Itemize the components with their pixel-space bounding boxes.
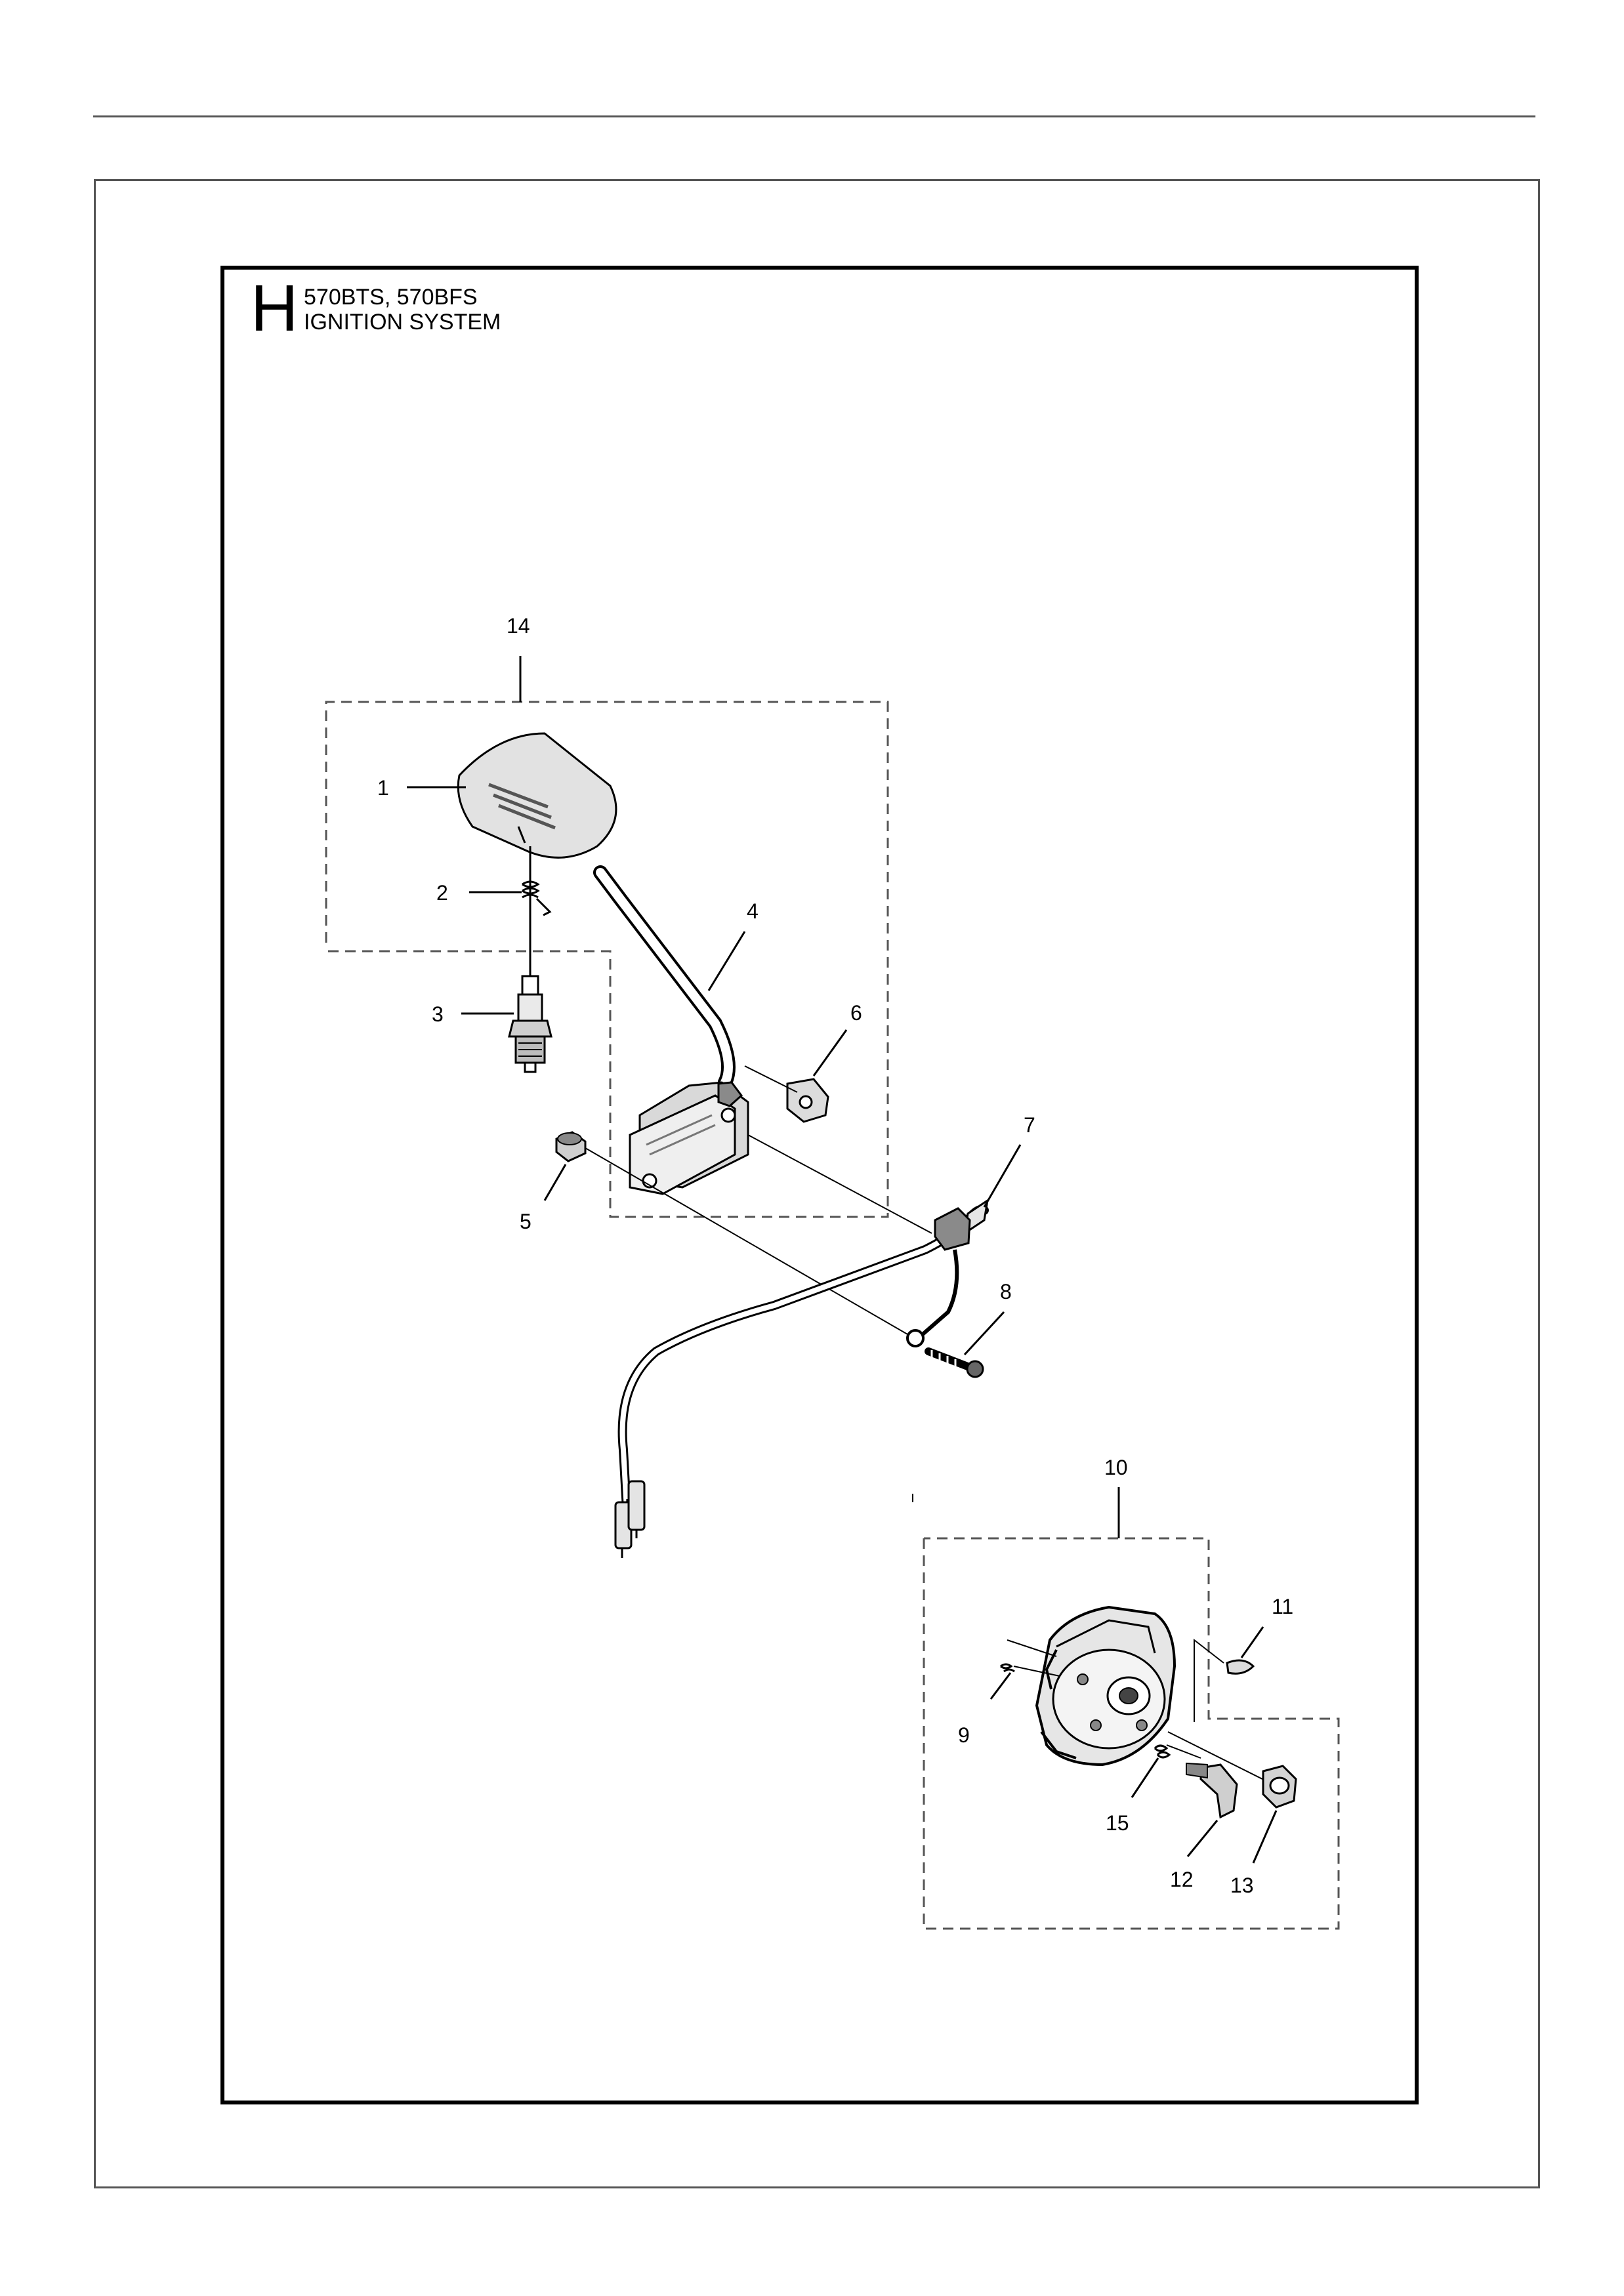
leader-11	[1240, 1626, 1264, 1658]
callout-10: 10	[1104, 1456, 1128, 1479]
key-assembly-line	[1194, 1638, 1224, 1722]
assembly-line-module	[747, 1134, 932, 1234]
spark-plug	[508, 975, 552, 1073]
leader-13	[1252, 1810, 1278, 1864]
spring-part-15	[1154, 1744, 1201, 1759]
callout-11: 11	[1272, 1595, 1293, 1618]
callout-15: 15	[1106, 1811, 1129, 1835]
callout-5: 5	[520, 1210, 531, 1233]
diagram-frame	[220, 266, 1419, 2104]
short-circuit-cable	[614, 1198, 989, 1558]
spacer-bushing	[555, 1131, 587, 1162]
leader-7	[983, 1144, 1022, 1208]
group-10-outline	[923, 1537, 1340, 1930]
callout-1: 1	[377, 776, 389, 800]
section-title: 570BTS, 570BFS IGNITION SYSTEM	[304, 285, 501, 335]
spring-part-9	[1000, 1639, 1060, 1677]
callout-12: 12	[1170, 1868, 1194, 1891]
leader-12	[1186, 1820, 1218, 1857]
callout-2: 2	[436, 881, 448, 905]
leader-6	[812, 1029, 848, 1076]
model-names: 570BTS, 570BFS	[304, 285, 478, 310]
ignition-module	[629, 1081, 749, 1195]
callout-13: 13	[1230, 1874, 1254, 1897]
leader-5	[543, 1164, 567, 1201]
assembly-line-5-8	[585, 1147, 913, 1338]
callout-9: 9	[958, 1723, 970, 1747]
callout-3: 3	[432, 1002, 444, 1026]
ht-lead	[593, 865, 736, 1122]
spark-plug-cover	[457, 732, 617, 859]
leader-15	[1131, 1757, 1159, 1798]
leader-4	[707, 931, 746, 991]
leader-8	[963, 1311, 1005, 1356]
callout-6: 6	[850, 1001, 862, 1025]
clip-assembly-line	[744, 1065, 798, 1093]
top-rule	[93, 115, 1535, 117]
lead-clip	[786, 1078, 829, 1123]
starter-pawl	[1186, 1762, 1238, 1819]
callout-4: 4	[747, 899, 759, 923]
section-letter: H	[251, 272, 299, 345]
leader-9	[989, 1672, 1012, 1700]
flywheel	[1035, 1605, 1176, 1767]
group-14-outline	[325, 701, 889, 1218]
callout-14: 14	[507, 614, 530, 638]
section-name: IGNITION SYSTEM	[304, 310, 501, 335]
page-frame	[94, 179, 1540, 2188]
screw-part-8	[925, 1347, 984, 1378]
flywheel-key	[1226, 1659, 1255, 1675]
callout-8: 8	[1000, 1280, 1012, 1303]
callout-7: 7	[1024, 1113, 1035, 1137]
flywheel-nut	[1167, 1731, 1297, 1809]
